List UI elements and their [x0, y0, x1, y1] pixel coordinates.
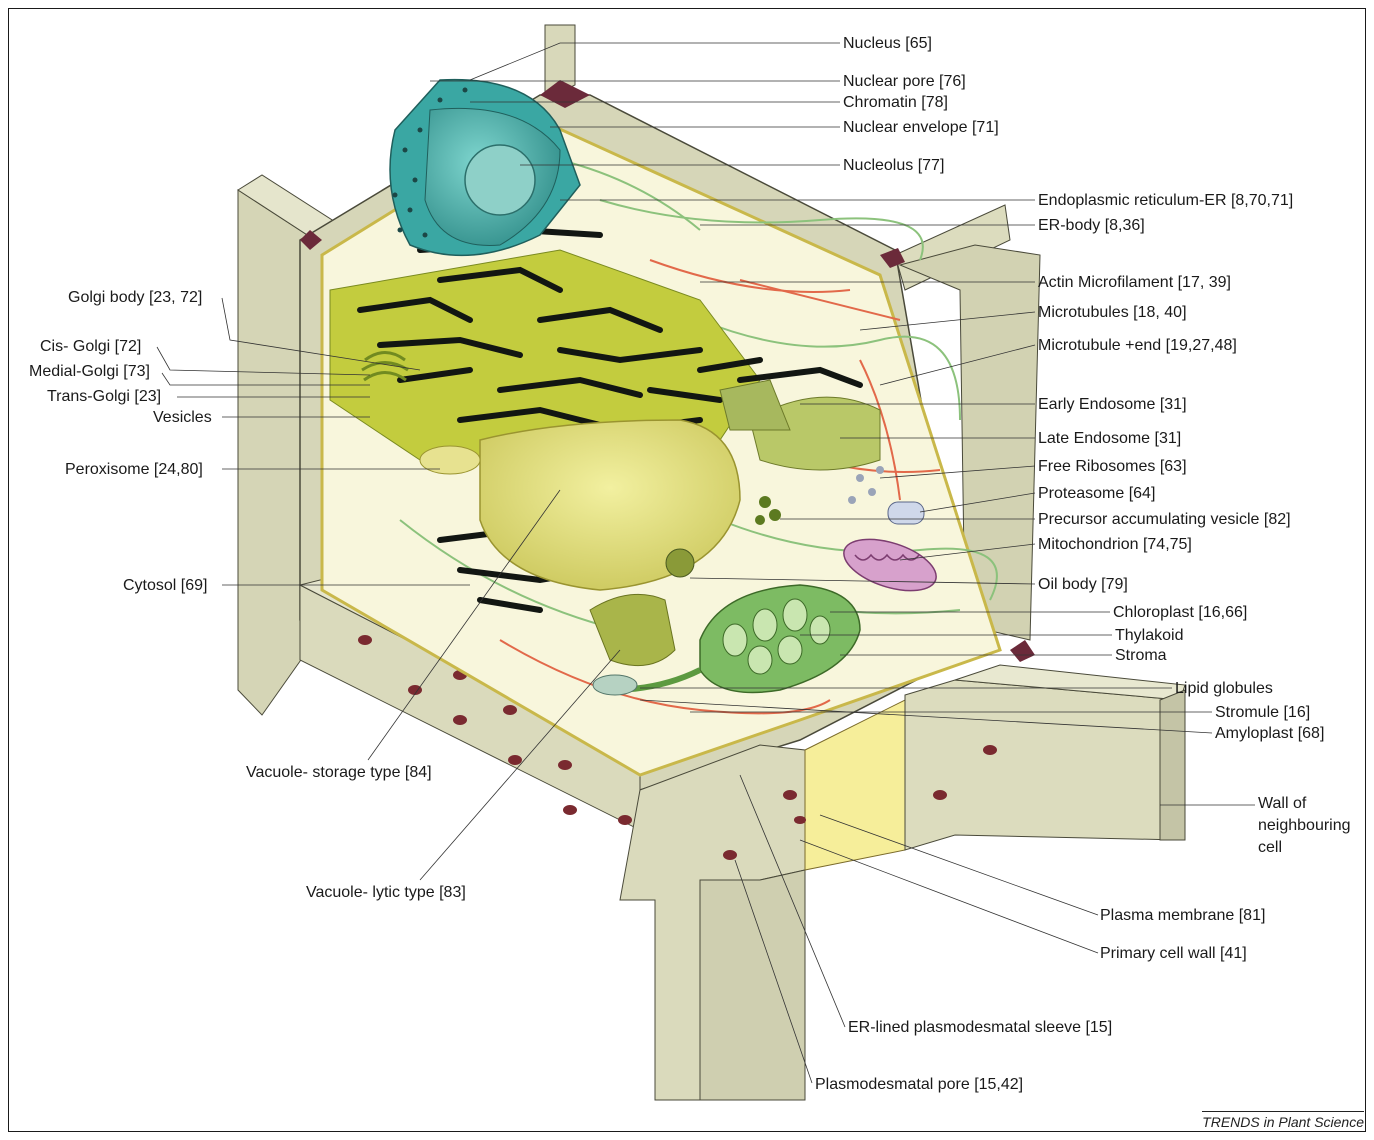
- label-plasma-membrane: Plasma membrane [81]: [1100, 906, 1265, 925]
- label-endoplasmic-reticulum: Endoplasmic reticulum-ER [8,70,71]: [1038, 191, 1293, 210]
- oil-body: [666, 549, 694, 577]
- label-mitochondrion: Mitochondrion [74,75]: [1038, 535, 1192, 554]
- label-microtubule-end: Microtubule +end [19,27,48]: [1038, 336, 1237, 355]
- label-trans-golgi: Trans-Golgi [23]: [47, 387, 161, 406]
- label-primary-cell-wall: Primary cell wall [41]: [1100, 944, 1247, 963]
- label-chloroplast: Chloroplast [16,66]: [1113, 603, 1247, 622]
- label-wall-neighbour-line2: neighbouring: [1258, 816, 1351, 835]
- label-free-ribosomes: Free Ribosomes [63]: [1038, 457, 1187, 476]
- label-actin-microfilament: Actin Microfilament [17, 39]: [1038, 273, 1231, 292]
- label-precursor-accumulating-vesicle: Precursor accumulating vesicle [82]: [1038, 510, 1291, 529]
- label-chromatin: Chromatin [78]: [843, 93, 948, 112]
- peroxisome-body: [420, 446, 480, 474]
- label-proteasome: Proteasome [64]: [1038, 484, 1155, 503]
- label-microtubules: Microtubules [18, 40]: [1038, 303, 1187, 322]
- label-amyloplast: Amyloplast [68]: [1215, 724, 1324, 743]
- label-nucleolus: Nucleolus [77]: [843, 156, 944, 175]
- label-late-endosome: Late Endosome [31]: [1038, 429, 1181, 448]
- label-er-plasmodesmatal-sleeve: ER-lined plasmodesmatal sleeve [15]: [848, 1018, 1112, 1037]
- label-vacuole-lytic: Vacuole- lytic type [83]: [306, 883, 466, 902]
- label-er-body: ER-body [8,36]: [1038, 216, 1145, 235]
- credit-caption: TRENDS in Plant Science: [1202, 1111, 1364, 1130]
- label-medial-golgi: Medial-Golgi [73]: [29, 362, 150, 381]
- label-wall-neighbour-line3: cell: [1258, 838, 1282, 857]
- label-oil-body: Oil body [79]: [1038, 575, 1128, 594]
- label-nuclear-pore: Nuclear pore [76]: [843, 72, 966, 91]
- label-cytosol: Cytosol [69]: [123, 576, 207, 595]
- label-early-endosome: Early Endosome [31]: [1038, 395, 1187, 414]
- proteasome: [888, 502, 924, 524]
- label-stroma: Stroma: [1115, 646, 1167, 665]
- label-plasmodesmatal-pore: Plasmodesmatal pore [15,42]: [815, 1075, 1023, 1094]
- label-vesicles: Vesicles: [153, 408, 212, 427]
- label-wall-neighbour-line1: Wall of: [1258, 794, 1306, 813]
- label-peroxisome: Peroxisome [24,80]: [65, 460, 203, 479]
- label-nucleus: Nucleus [65]: [843, 34, 932, 53]
- label-golgi-body: Golgi body [23, 72]: [68, 288, 202, 307]
- label-lipid-globules: Lipid globules: [1175, 679, 1273, 698]
- label-stromule: Stromule [16]: [1215, 703, 1310, 722]
- label-cis-golgi: Cis- Golgi [72]: [40, 337, 141, 356]
- label-vacuole-storage: Vacuole- storage type [84]: [246, 763, 432, 782]
- amyloplast-body: [593, 675, 637, 695]
- label-nuclear-envelope: Nuclear envelope [71]: [843, 118, 999, 137]
- label-thylakoid: Thylakoid: [1115, 626, 1183, 645]
